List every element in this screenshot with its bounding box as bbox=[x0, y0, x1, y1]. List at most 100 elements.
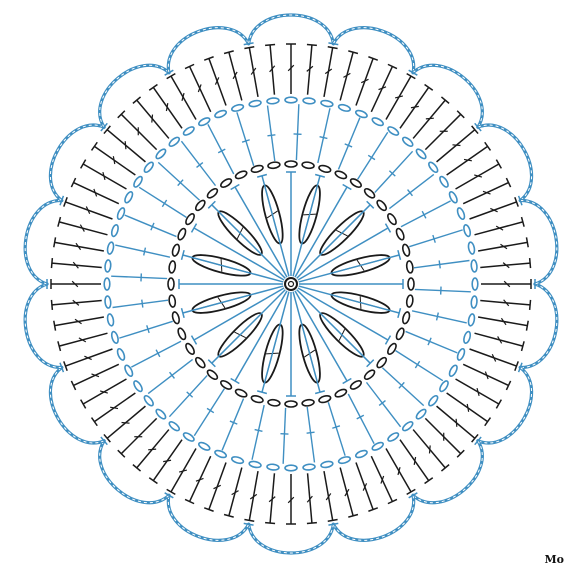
dc-top bbox=[244, 519, 254, 521]
dc-top bbox=[526, 321, 528, 331]
petal-chain bbox=[302, 161, 315, 169]
dc-top bbox=[307, 523, 317, 524]
inner-spoke bbox=[194, 288, 284, 340]
outer-spoke bbox=[252, 405, 264, 460]
dc-slash bbox=[113, 156, 114, 164]
mid-chain bbox=[116, 207, 126, 220]
dc-top bbox=[425, 85, 433, 91]
petal-chain bbox=[408, 278, 414, 290]
mid-chain bbox=[468, 242, 476, 255]
dc-stem bbox=[437, 130, 475, 162]
dc-top bbox=[530, 258, 531, 268]
dc-stem bbox=[73, 183, 118, 204]
scallop-loop bbox=[478, 125, 532, 201]
dc-stem bbox=[456, 379, 499, 404]
dc-top bbox=[54, 237, 56, 247]
corner-label: Mo bbox=[544, 554, 564, 565]
petal-chain bbox=[234, 388, 247, 398]
inner-spoke-bar bbox=[192, 224, 197, 233]
dc-stem bbox=[55, 317, 104, 326]
outer-spoke bbox=[283, 408, 285, 464]
mid-chain bbox=[105, 260, 112, 272]
dc-top bbox=[328, 47, 338, 49]
outer-spoke bbox=[125, 215, 177, 236]
dc-stem bbox=[137, 100, 169, 138]
inner-spoke bbox=[299, 255, 399, 282]
dc-stem bbox=[65, 349, 112, 366]
dc-stem bbox=[413, 100, 445, 138]
outer-spoke-bar bbox=[255, 430, 263, 432]
dc-slash bbox=[467, 404, 468, 412]
outer-spoke-bar bbox=[415, 361, 419, 368]
mid-chain bbox=[456, 348, 466, 361]
mid-chain bbox=[338, 456, 351, 465]
dc-stem bbox=[340, 468, 353, 516]
mid-chain bbox=[132, 380, 143, 393]
dc-stem bbox=[153, 87, 182, 128]
outer-spoke-bar bbox=[379, 401, 385, 406]
dc-stem bbox=[447, 146, 488, 175]
dc-stem bbox=[386, 76, 411, 119]
outer-spoke-bar bbox=[207, 408, 214, 412]
dc-top bbox=[167, 74, 176, 79]
inner-spoke bbox=[295, 291, 347, 381]
mid-chain bbox=[371, 116, 384, 127]
outer-spoke bbox=[382, 368, 423, 406]
dc-slash bbox=[163, 460, 171, 461]
outer-spoke bbox=[158, 162, 199, 200]
scallop-chain-detail bbox=[333, 28, 413, 73]
outer-spoke bbox=[119, 321, 172, 338]
inner-spoke bbox=[299, 286, 399, 313]
petal-chain bbox=[285, 161, 297, 167]
petal-chain bbox=[402, 244, 411, 257]
dc-stem bbox=[94, 146, 135, 175]
outer-spoke bbox=[375, 151, 413, 192]
outer-spoke-bar bbox=[170, 372, 175, 378]
outer-spoke bbox=[296, 104, 298, 160]
petal-chain bbox=[171, 311, 180, 324]
mid-chain bbox=[182, 125, 195, 136]
mid-chain bbox=[320, 100, 333, 108]
outer-spoke-bar bbox=[267, 135, 275, 136]
outer-spoke bbox=[194, 389, 224, 436]
scallop-chain-detail bbox=[168, 495, 248, 540]
dc-stem bbox=[107, 130, 145, 162]
petal-chain bbox=[206, 187, 219, 199]
petal-chain bbox=[318, 395, 331, 404]
petal-chain bbox=[219, 379, 232, 391]
round-1-spokes bbox=[179, 172, 403, 396]
petal-chain bbox=[334, 388, 347, 398]
scallop-chain-detail bbox=[168, 28, 248, 73]
outer-spoke-bar bbox=[408, 190, 413, 196]
dc-top bbox=[149, 85, 157, 91]
petal-chain bbox=[168, 261, 176, 274]
dc-stem bbox=[475, 333, 523, 346]
petal-chain bbox=[395, 227, 405, 240]
scallop-chain-detail bbox=[249, 15, 334, 44]
outer-spoke bbox=[409, 230, 462, 247]
dc-stem bbox=[478, 242, 527, 251]
petal-chain bbox=[406, 295, 414, 308]
dc-stem bbox=[371, 456, 392, 501]
outer-spoke bbox=[148, 359, 192, 393]
petal-chain bbox=[318, 164, 331, 173]
mid-chain bbox=[285, 97, 297, 103]
dc-stem bbox=[400, 87, 429, 128]
outer-spoke bbox=[414, 261, 470, 268]
petal-chain bbox=[406, 261, 414, 274]
dc-top bbox=[526, 237, 528, 247]
inner-spoke-bar bbox=[231, 185, 240, 190]
dc-stem bbox=[470, 349, 517, 366]
dc-stem bbox=[209, 463, 226, 510]
dc-slash bbox=[148, 449, 156, 450]
dc-top bbox=[92, 142, 98, 150]
petal-chain bbox=[184, 212, 196, 225]
inner-spoke-bar bbox=[385, 336, 390, 345]
outer-spoke bbox=[139, 187, 186, 217]
scallop-loop bbox=[50, 367, 104, 443]
inner-spoke bbox=[183, 255, 283, 282]
petal-chain bbox=[334, 170, 347, 180]
outer-spoke bbox=[412, 311, 467, 323]
outer-spoke bbox=[222, 399, 243, 451]
